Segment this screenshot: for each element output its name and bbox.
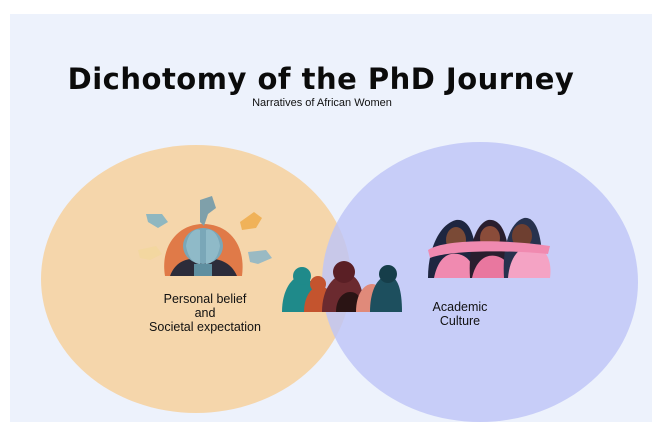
right-circle bbox=[322, 142, 638, 422]
left-circle-label: Personal belief and Societal expectation bbox=[110, 292, 300, 334]
page-title: Dichotomy of the PhD Journey bbox=[67, 62, 575, 96]
venn-diagram bbox=[41, 142, 638, 422]
right-label-line: Academic bbox=[432, 300, 488, 314]
left-label-line: Personal belief bbox=[163, 292, 247, 306]
left-label-line: and bbox=[194, 306, 216, 320]
left-circle bbox=[41, 145, 351, 413]
left-label-line: Societal expectation bbox=[149, 320, 261, 334]
distressed-woman-illustration bbox=[164, 224, 243, 276]
diagram-canvas: Dichotomy of the PhD Journey Narratives … bbox=[10, 14, 652, 422]
women-silhouettes-illustration bbox=[282, 261, 402, 312]
page-subtitle: Narratives of African Women bbox=[252, 97, 392, 109]
pointing-hand-icons bbox=[138, 196, 272, 264]
right-circle-label: Academic Culture bbox=[405, 300, 515, 328]
right-label-line: Culture bbox=[439, 314, 481, 328]
hugging-women-illustration bbox=[428, 217, 551, 278]
